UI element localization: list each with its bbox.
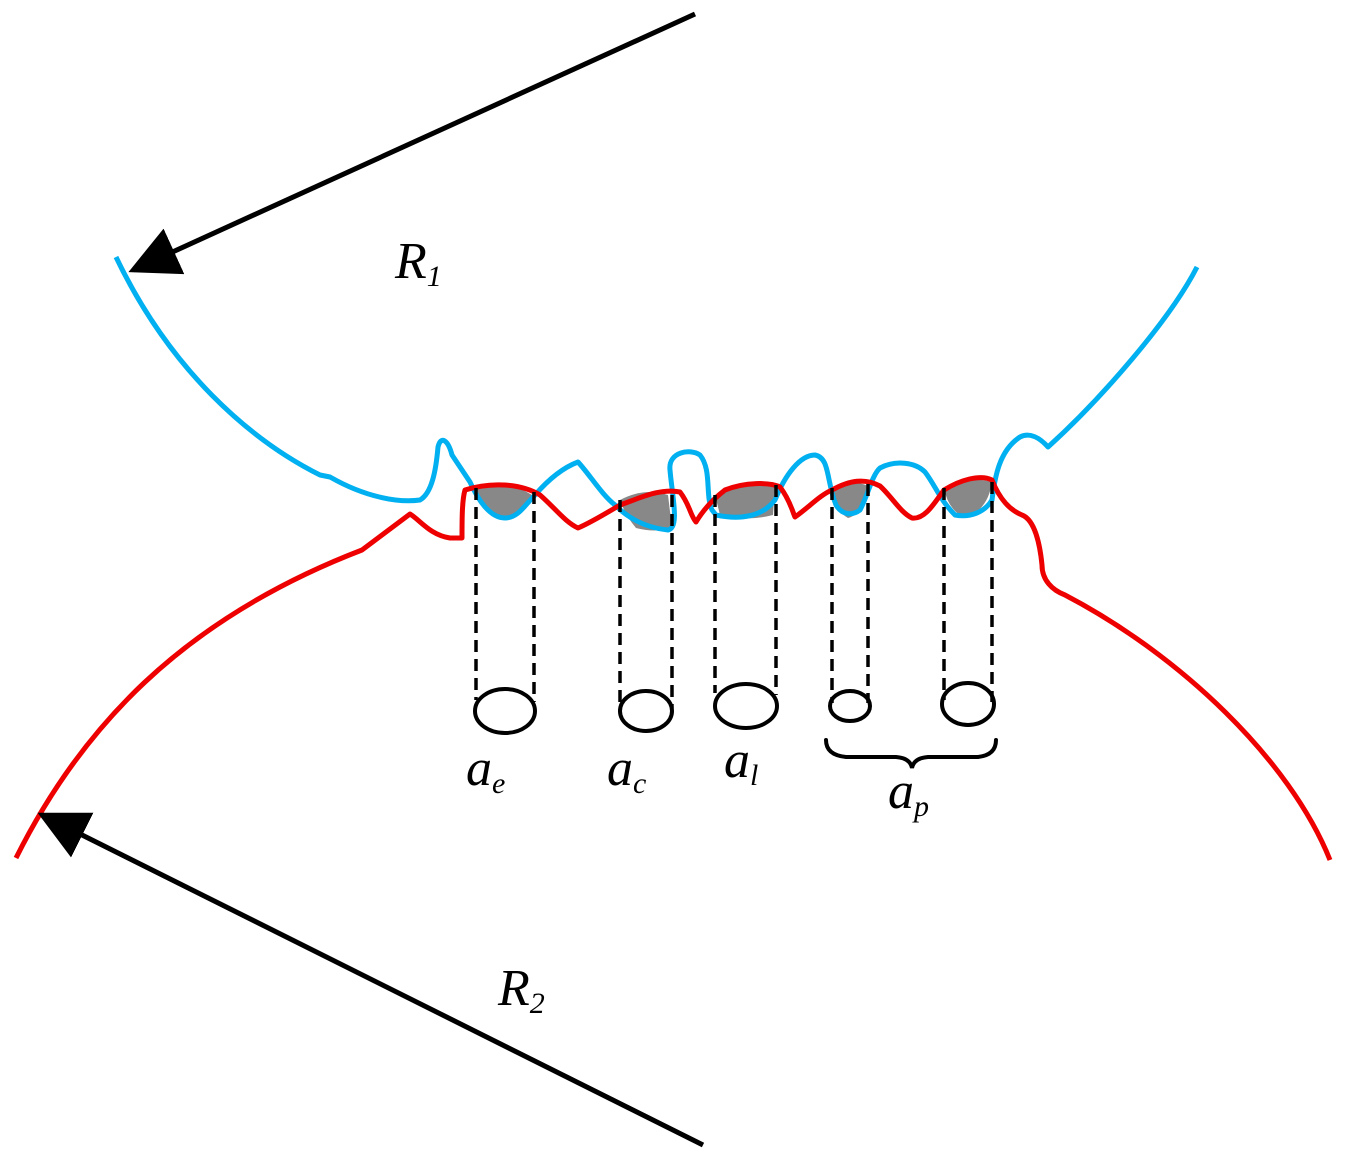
upper-surface-profile [113,255,1200,533]
label-ap: ap [888,763,929,823]
area-ac [618,689,674,733]
ap-brace [824,738,998,769]
label-ae: ae [466,740,505,800]
label-r1: R1 [394,233,442,293]
projection-lines [474,482,994,712]
label-r2: R2 [497,960,545,1020]
area-ae [473,687,537,735]
contact-areas [473,681,996,735]
area-al [713,682,779,730]
label-ac: ac [607,740,646,800]
label-al: al [724,732,758,792]
contact-spot-ap2 [944,479,992,518]
area-ap1 [828,689,872,723]
area-ap2 [940,681,996,727]
radius-r1-arrow [128,11,697,275]
radius-r2-arrow [37,812,705,1148]
lower-surface-profile [13,475,1333,861]
